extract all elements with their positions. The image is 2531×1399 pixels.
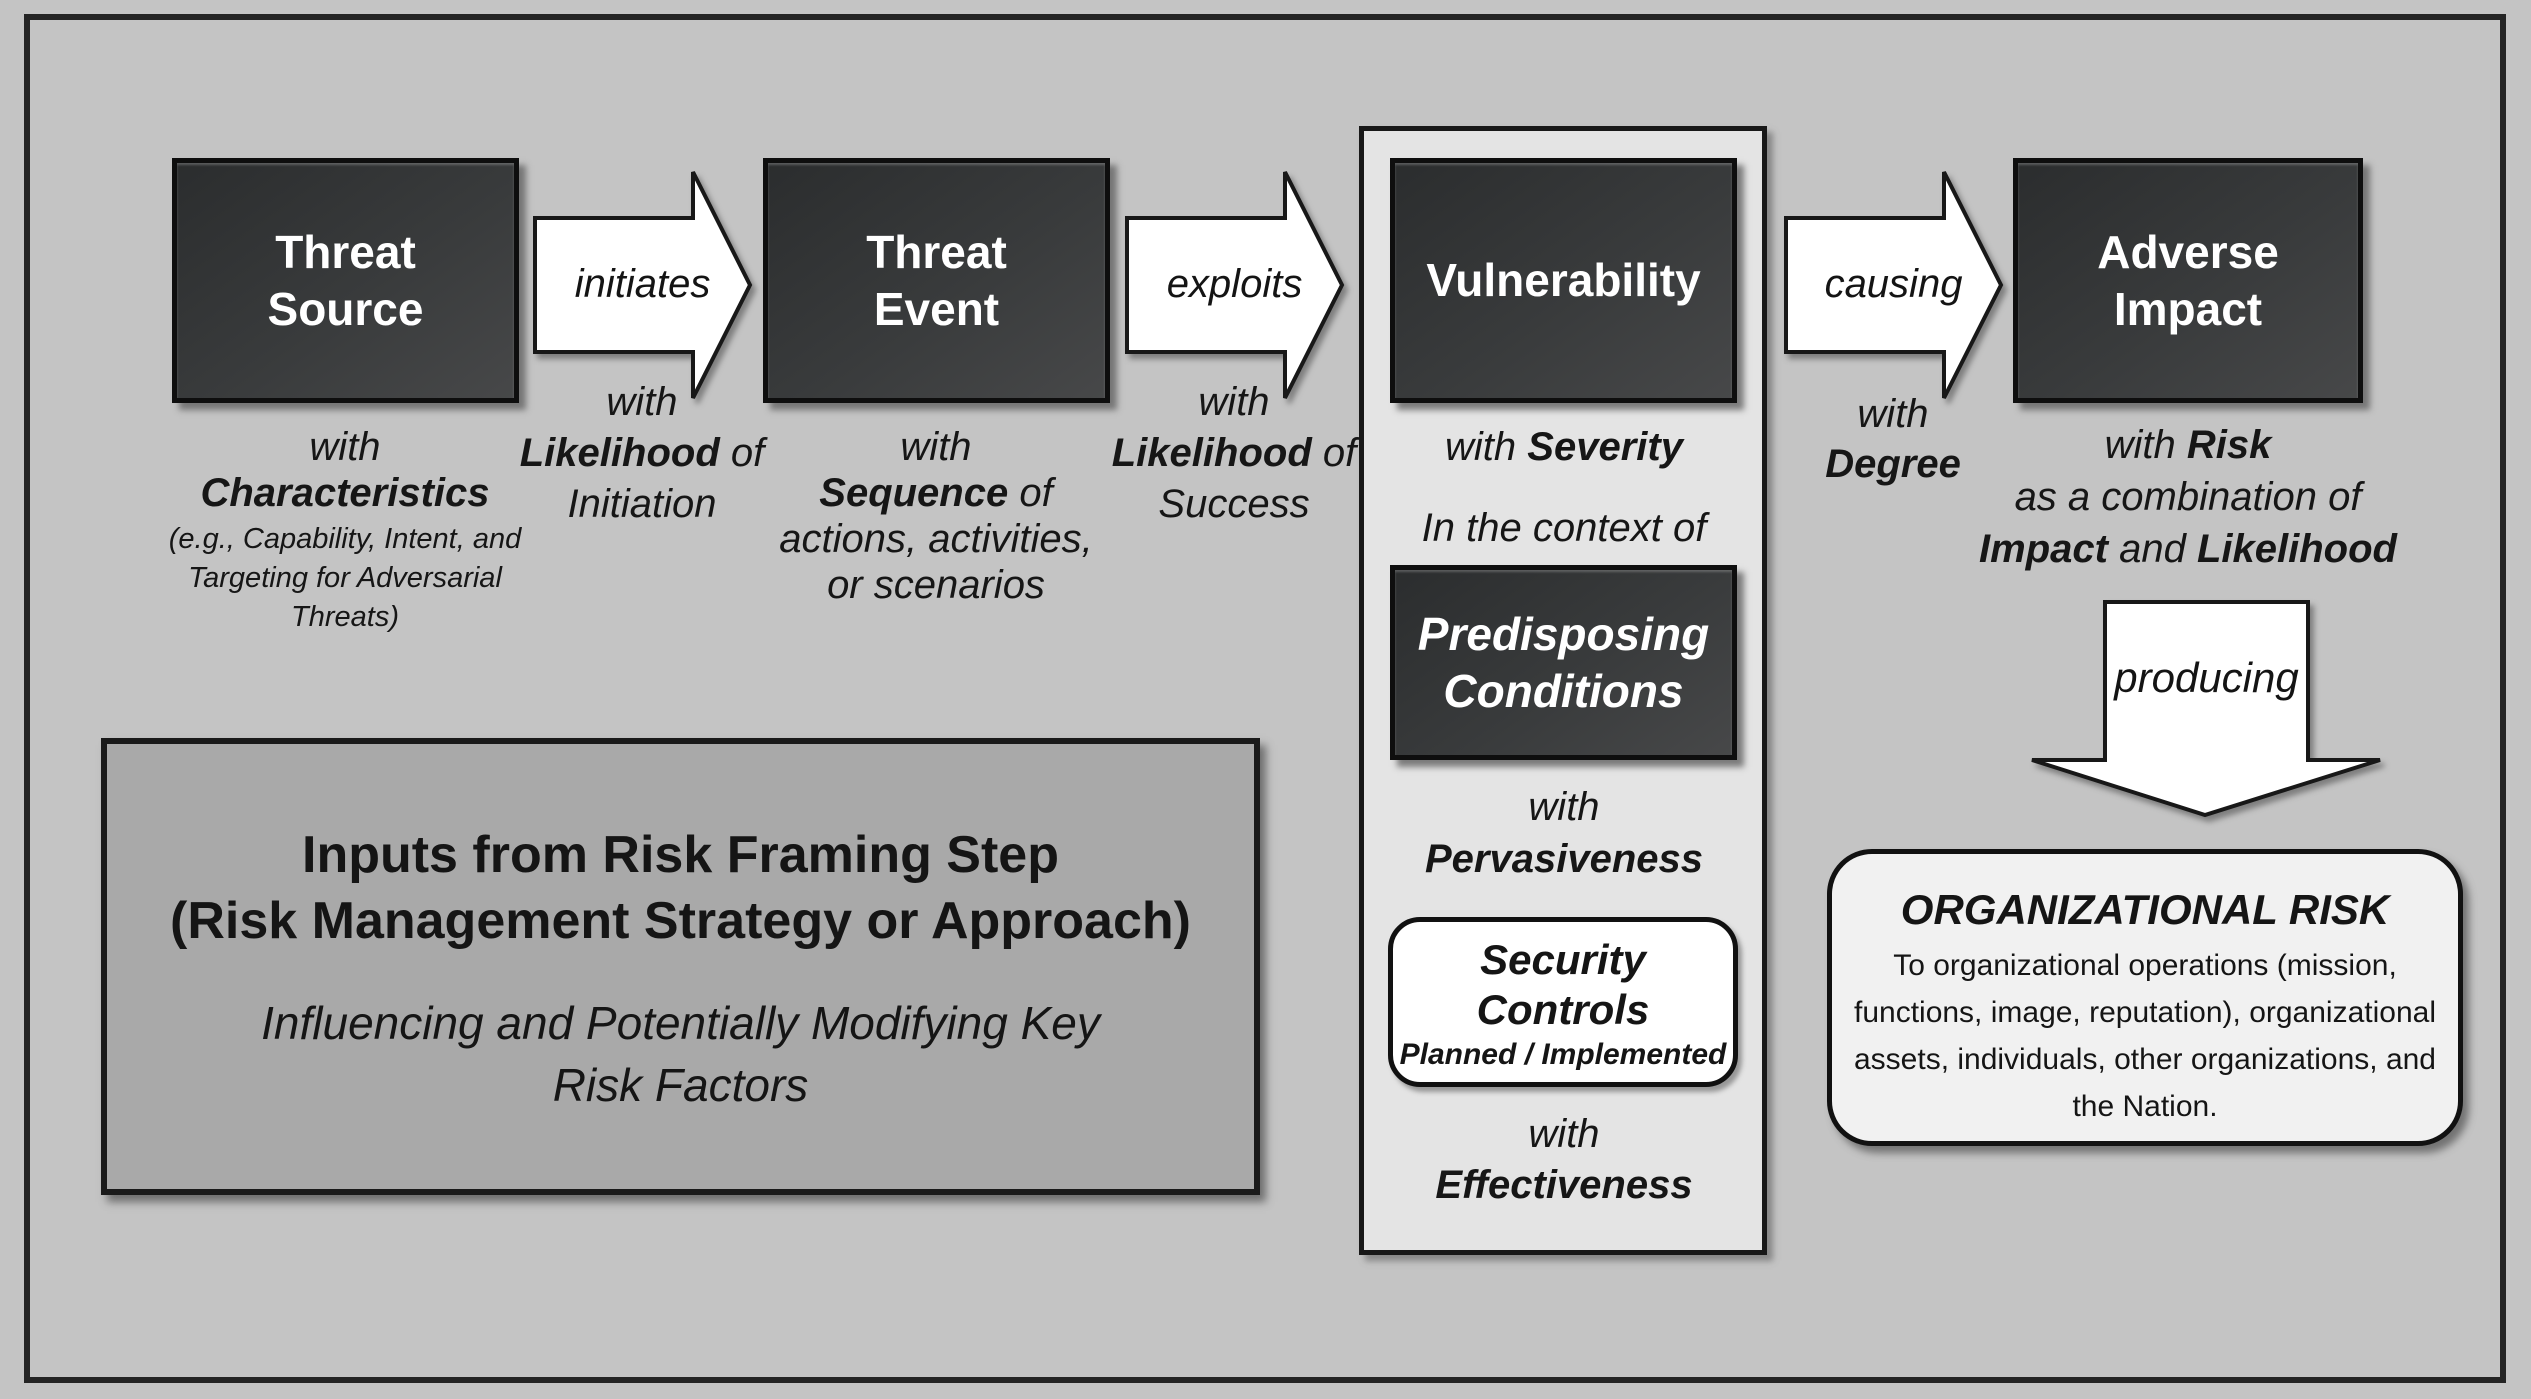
threat-event-label-line1: Threat [866, 225, 1007, 278]
threat-source-annotation-small1: (e.g., Capability, Intent, and [168, 523, 522, 555]
threat-event-annotation: with Sequence of actions, activities, or… [736, 424, 1136, 608]
context-annotation: In the context of [1421, 506, 1707, 550]
exploits-annotation-line3: Success [1158, 482, 1310, 526]
organizational-risk-body-line2: functions, image, reputation), organizat… [1853, 996, 2436, 1029]
threat-source-label-line1: Threat [275, 225, 416, 278]
adverse-impact-label-line2: Impact [2113, 282, 2263, 335]
causing-arrow [1784, 171, 2004, 399]
initiates-arrow [533, 171, 753, 399]
adverse-impact-annotation-line2: as a combination of [2014, 475, 2362, 519]
adverse-impact-box: Adverse Impact [2013, 158, 2363, 403]
threat-source-box: Threat Source [172, 158, 519, 403]
organizational-risk-body-line3: assets, individuals, other organizations… [1853, 1043, 2436, 1076]
inputs-risk-framing-box: Inputs from Risk Framing Step (Risk Mana… [101, 738, 1260, 1195]
exploits-arrow-label: exploits [1166, 262, 1303, 306]
organizational-risk-title: ORGANIZATIONAL RISK [1900, 886, 2390, 933]
diagram-outer-frame [24, 14, 2506, 1383]
inputs-title-line1: Inputs from Risk Framing Step [302, 826, 1059, 884]
security-controls-box: Security Controls Planned / Implemented [1388, 917, 1738, 1087]
predisposing-label-line2: Conditions [1443, 664, 1684, 717]
vulnerability-label: Vulnerability [1426, 254, 1701, 306]
security-controls-title: Security Controls [1476, 936, 1650, 1033]
inputs-subtitle-line2: Risk Factors [552, 1059, 809, 1111]
severity-annotation: with Severity [1445, 425, 1683, 469]
threat-event-annotation-line3: actions, activities, [779, 517, 1093, 561]
pervasiveness-annotation: with Pervasiveness [1424, 785, 1703, 881]
threat-source-annotation: with Characteristics (e.g., Capability, … [145, 424, 545, 637]
exploits-arrow [1125, 171, 1345, 399]
adverse-impact-annotation: with Risk as a combination of Impact and… [1963, 419, 2413, 575]
effectiveness-annotation: with Effectiveness [1435, 1112, 1693, 1207]
predisposing-label-line1: Predisposing [1417, 607, 1710, 660]
threat-source-annotation-small2: Targeting for Adversarial [188, 562, 502, 594]
inputs-subtitle-line1: Influencing and Potentially Modifying Ke… [261, 997, 1100, 1049]
producing-arrow-label: producing [2114, 654, 2299, 701]
producing-arrow [2031, 600, 2381, 818]
initiates-annotation: with Likelihood of Initiation [482, 377, 802, 530]
security-controls-subtitle: Planned / Implemented [1399, 1038, 1727, 1071]
initiates-arrow-label: initiates [574, 262, 711, 306]
organizational-risk-body-line4: the Nation. [2072, 1090, 2218, 1123]
organizational-risk-box: ORGANIZATIONAL RISK To organizational op… [1827, 849, 2463, 1146]
threat-source-label-line2: Source [267, 282, 424, 335]
causing-arrow-label: causing [1824, 262, 1963, 306]
causing-annotation: with Degree [1825, 392, 1961, 486]
predisposing-conditions-box: Predisposing Conditions [1390, 565, 1737, 760]
threat-event-annotation-line4: or scenarios [827, 563, 1045, 607]
inputs-title-line2: (Risk Management Strategy or Approach) [170, 892, 1191, 950]
adverse-impact-label-line1: Adverse [2097, 225, 2279, 278]
threat-event-label-line2: Event [873, 282, 1000, 335]
threat-event-box: Threat Event [763, 158, 1110, 403]
vulnerability-box: Vulnerability [1390, 158, 1737, 403]
initiates-annotation-line3: Initiation [567, 482, 717, 526]
threat-source-annotation-small3: Threats) [291, 601, 399, 633]
organizational-risk-body-line1: To organizational operations (mission, [1893, 949, 2397, 982]
exploits-annotation: with Likelihood of Success [1094, 377, 1374, 530]
